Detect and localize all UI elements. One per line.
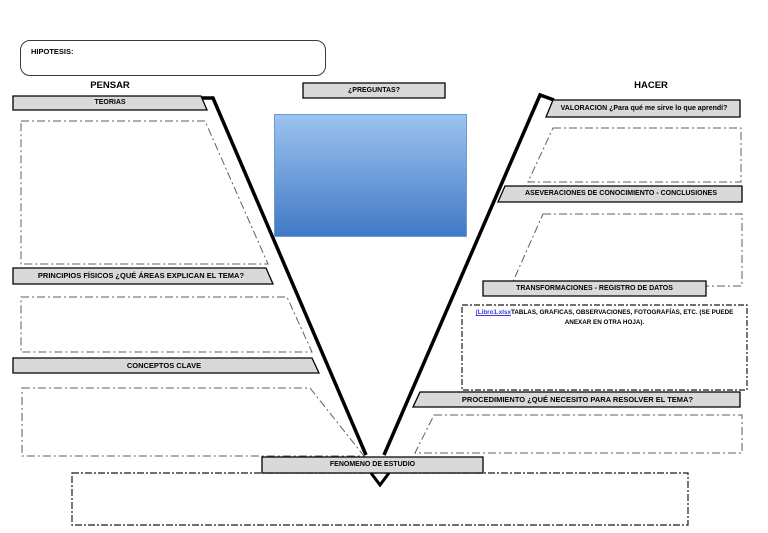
blue-gradient-rectangle: [274, 114, 467, 237]
preguntas-bar-shape: [302, 82, 446, 99]
transformaciones-bar-shape: [482, 280, 707, 297]
datos-note: (Libro1.xlsxTABLAS, GRAFICAS, OBSERVACIO…: [466, 308, 743, 328]
valoracion-bar-label: VALORACION ¿Para qué me sirve lo que apr…: [560, 104, 728, 112]
vee-right-line: [382, 92, 555, 456]
dashed-area-left-conceptos: [21, 387, 366, 457]
pensar-title: PENSAR: [90, 80, 130, 91]
down-arrow-icon: [369, 472, 391, 488]
aseveraciones-bar-shape: [497, 185, 743, 203]
libro1-xlsx-link[interactable]: (Libro1.xlsx: [475, 309, 511, 316]
dashed-area-right-valoracion: [527, 127, 742, 183]
procedimiento-bar-label: PROCEDIMIENTO ¿QUÉ NECESITO PARA RESOLVE…: [461, 394, 694, 404]
fenomeno-bar-shape: [261, 456, 484, 474]
conceptos-bar-label: CONCEPTOS CLAVE: [126, 360, 202, 370]
dashed-area-right-aseveraciones: [510, 213, 743, 287]
fenomeno-bar-label: FENOMENO DE ESTUDIO: [329, 461, 416, 469]
hipotesis-box[interactable]: HIPOTESIS:: [20, 40, 326, 76]
dashed-area-right-procedimiento: [414, 414, 743, 454]
dashed-area-bottom-fenomeno: [71, 472, 689, 526]
valoracion-bar-shape: [545, 99, 741, 118]
teorias-bar-shape: [12, 95, 208, 111]
transformaciones-bar-label: TRANSFORMACIONES - REGISTRO DE DATOS: [516, 284, 673, 292]
dashed-area-left-principios: [20, 296, 313, 353]
procedimiento-bar-shape: [411, 391, 741, 408]
principios-bar-label: PRINCIPIOS FÍSICOS ¿QUÉ ÁREAS EXPLICAN E…: [37, 271, 245, 281]
datos-note-text: TABLAS, GRAFICAS, OBSERVACIONES, FOTOGRA…: [510, 309, 734, 327]
aseveraciones-bar-label: ASEVERACIONES DE CONOCIMIENTO - CONCLUSI…: [524, 190, 717, 198]
hipotesis-label: HIPOTESIS:: [31, 47, 74, 56]
hacer-title: HACER: [634, 80, 668, 91]
teorias-bar-label: TEORIAS: [94, 99, 126, 107]
principios-bar-shape: [12, 267, 274, 285]
conceptos-bar-shape: [12, 357, 321, 374]
dashed-area-datos-registro: [461, 304, 748, 391]
preguntas-bar-label: ¿PREGUNTAS?: [348, 86, 400, 94]
dashed-area-left-teorias: [20, 120, 269, 265]
